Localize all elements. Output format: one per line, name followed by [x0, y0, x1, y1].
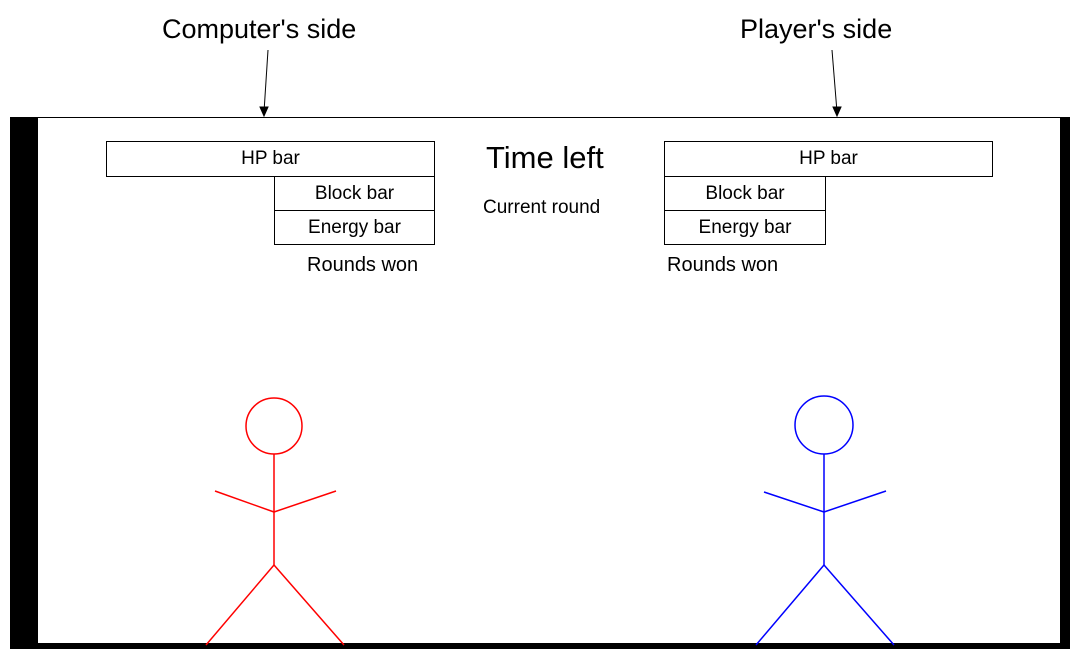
computer-side-callout: Computer's side: [162, 14, 357, 44]
computer-figure-right-arm: [273, 490, 337, 513]
player-side-arrowhead: [832, 106, 842, 118]
computer-side-arrowhead: [259, 106, 269, 118]
computer-stick-figure: [205, 397, 345, 646]
computer-energy-label: Energy bar: [308, 216, 401, 238]
player-figure-head: [794, 395, 854, 455]
computer-block-label: Block bar: [314, 182, 395, 204]
player-hp-bar: HP bar: [664, 141, 993, 177]
computer-energy-bar: Energy bar: [274, 210, 435, 245]
player-block-bar: Block bar: [664, 176, 826, 211]
current-round: Current round: [483, 197, 601, 218]
time-left: Time left: [486, 140, 604, 175]
computer-rounds-won: Rounds won: [307, 254, 419, 276]
player-figure-right-leg: [823, 564, 895, 646]
player-side-callout: Player's side: [740, 14, 893, 44]
game-arena: [10, 117, 1070, 649]
computer-hp-bar: HP bar: [106, 141, 435, 177]
player-stick-figure: [755, 395, 895, 646]
player-figure-left-leg: [755, 564, 825, 646]
player-energy-bar: Energy bar: [664, 210, 826, 245]
player-block-label: Block bar: [705, 182, 785, 204]
player-figure-left-arm: [763, 491, 825, 513]
player-energy-label: Energy bar: [698, 216, 792, 238]
computer-figure-right-leg: [273, 564, 345, 646]
player-figure-right-arm: [823, 490, 887, 513]
computer-figure-left-leg: [205, 564, 275, 646]
callout-arrows: [259, 49, 842, 118]
computer-hp-label: HP bar: [241, 148, 300, 169]
player-hp-label: HP bar: [799, 148, 858, 169]
player-side-arrow: [831, 49, 838, 113]
player-rounds-won: Rounds won: [667, 254, 779, 276]
computer-side-arrow: [263, 49, 269, 113]
computer-figure-left-arm: [214, 490, 275, 513]
computer-figure-head: [245, 397, 303, 455]
